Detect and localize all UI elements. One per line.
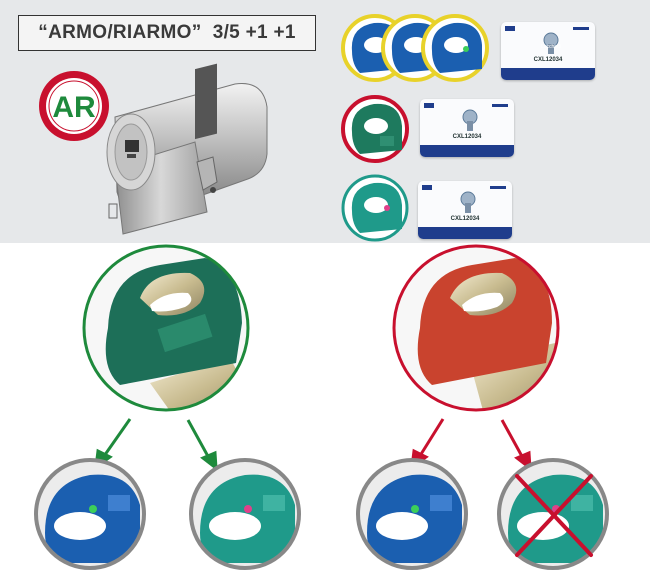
key-icon: [340, 94, 410, 164]
badge-label: AR: [52, 91, 96, 124]
svg-text:Lucchetti: Lucchetti: [541, 44, 561, 50]
key-icon: [420, 13, 490, 83]
title-box: “ARMO/RIARMO” 3/5 +1 +1: [18, 15, 316, 51]
bottom-panel: [0, 243, 650, 579]
arrow-icon: [94, 418, 218, 472]
key-icon: [82, 244, 250, 412]
page-title: “ARMO/RIARMO” 3/5 +1 +1: [38, 22, 296, 43]
security-card-icon: Lucchetti CXL12034: [501, 22, 595, 80]
card-code: CXL12034: [450, 216, 480, 222]
key-icon: [189, 458, 301, 570]
ar-badge: AR: [36, 68, 112, 144]
arrow-icon: [410, 418, 532, 472]
security-card-icon: CXL12034: [418, 181, 512, 239]
key-icon: [340, 173, 410, 243]
key-icon: [34, 458, 146, 570]
key-icon: [356, 458, 468, 570]
cross-icon: [515, 474, 593, 557]
card-code: CXL12034: [452, 134, 482, 140]
card-code: CXL12034: [533, 57, 563, 63]
cylinder-lock-icon: [95, 62, 275, 237]
top-panel: “ARMO/RIARMO” 3/5 +1 +1 AR: [0, 0, 650, 243]
security-card-icon: CXL12034: [420, 99, 514, 157]
key-icon: [392, 244, 560, 412]
